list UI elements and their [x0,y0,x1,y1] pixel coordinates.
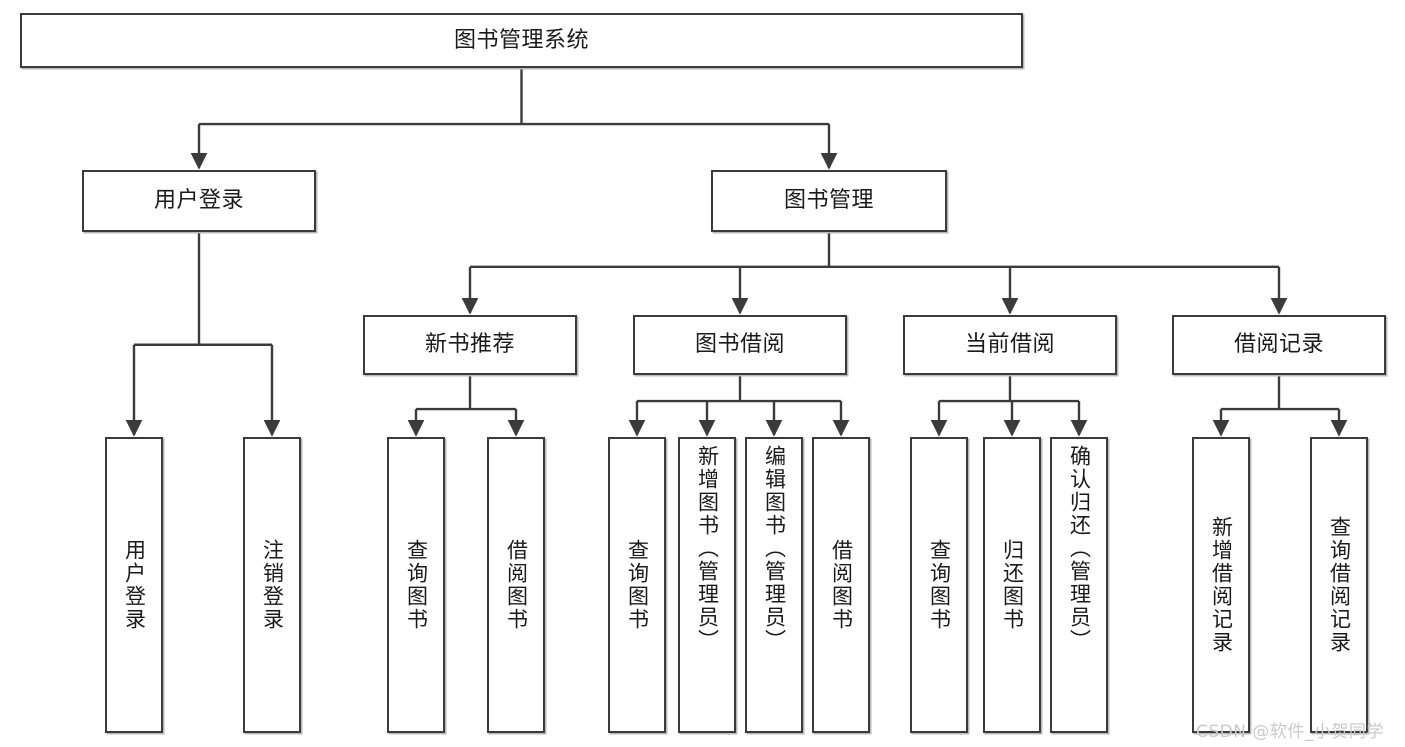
node-label: 注销登录 [260,539,285,631]
node-leaf-bo-edit[interactable]: 编辑图书（管理员） [745,437,803,733]
node-leaf-re-query[interactable]: 查询借阅记录 [1310,437,1368,733]
node-label: 用户登录 [122,539,147,631]
node-bookmgmt[interactable]: 图书管理 [711,170,947,232]
node-label: 新书推荐 [424,332,515,358]
node-label: 编辑图书（管理员） [762,445,787,652]
node-label: 归还图书 [1000,539,1025,631]
node-label: 借阅图书 [504,539,529,631]
node-label: 当前借阅 [964,332,1055,358]
node-label: 查询图书 [927,539,952,631]
node-label: 图书借阅 [694,332,785,358]
node-records[interactable]: 借阅记录 [1172,315,1386,375]
node-label: 确认归还（管理员） [1067,445,1092,652]
node-label: 查询借阅记录 [1327,516,1352,654]
node-leaf-re-add[interactable]: 新增借阅记录 [1192,437,1250,733]
node-label: 查询图书 [625,539,650,631]
node-leaf-user-login[interactable]: 用户登录 [105,437,163,733]
node-label: 新增图书（管理员） [695,445,720,652]
node-current[interactable]: 当前借阅 [903,315,1117,375]
node-leaf-bo-query[interactable]: 查询图书 [608,437,666,733]
node-leaf-nb-query[interactable]: 查询图书 [387,437,445,733]
node-label: 图书管理 [783,188,874,214]
node-leaf-user-logout[interactable]: 注销登录 [243,437,301,733]
node-leaf-cu-return[interactable]: 归还图书 [983,437,1041,733]
node-leaf-cu-confirm[interactable]: 确认归还（管理员） [1050,437,1108,733]
node-label: 新增借阅记录 [1209,516,1234,654]
node-label: 借阅记录 [1233,332,1324,358]
node-label: 查询图书 [404,539,429,631]
node-root[interactable]: 图书管理系统 [20,13,1023,68]
node-login[interactable]: 用户登录 [82,170,316,232]
node-leaf-cu-query[interactable]: 查询图书 [910,437,968,733]
node-label: 用户登录 [153,188,244,214]
node-newbook[interactable]: 新书推荐 [363,315,577,375]
node-leaf-bo-borrow[interactable]: 借阅图书 [812,437,870,733]
node-leaf-nb-borrow[interactable]: 借阅图书 [487,437,545,733]
node-label: 图书管理系统 [453,27,589,53]
node-borrow[interactable]: 图书借阅 [633,315,847,375]
node-leaf-bo-add[interactable]: 新增图书（管理员） [678,437,736,733]
node-label: 借阅图书 [829,539,854,631]
